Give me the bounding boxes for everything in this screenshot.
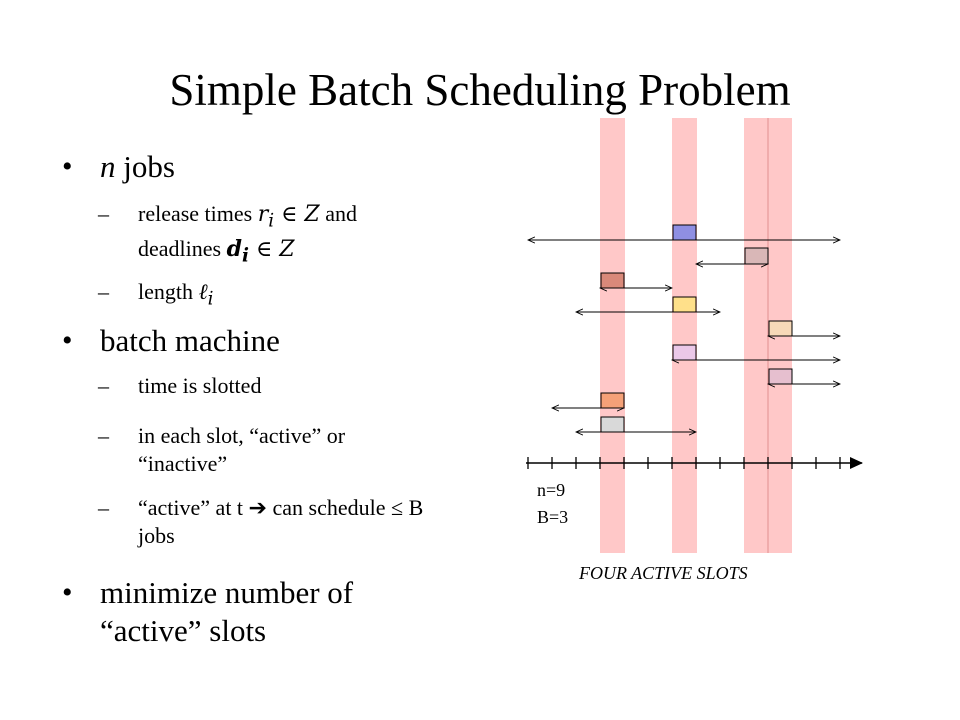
dash-icon: – <box>98 423 109 448</box>
bullet-dot-icon: • <box>62 324 73 357</box>
leq-icon: ≤ <box>390 495 404 520</box>
and-text: and <box>319 201 357 226</box>
release-text: release times <box>138 201 258 226</box>
job-3-box <box>600 272 625 289</box>
d-symbol: d <box>226 236 242 263</box>
n-label: n=9 <box>537 480 565 500</box>
bullet-batch-text: batch machine <box>100 323 280 358</box>
right-arrow-icon: ➔ <box>248 495 267 520</box>
active-at-text: “active” at t <box>138 495 249 520</box>
element-of-symbol-2: ∈ <box>248 237 280 263</box>
bullet-dot-icon: • <box>62 150 73 183</box>
slide-title: Simple Batch Scheduling Problem <box>169 65 791 115</box>
four-active-slots-label: FOUR ACTIVE SLOTS <box>578 563 748 583</box>
bullet-dot-icon: • <box>62 576 73 609</box>
active-slot-1 <box>600 118 625 553</box>
dash-icon: – <box>98 279 109 304</box>
job-6-box <box>672 344 697 361</box>
d-subscript: i <box>241 245 249 267</box>
r-subscript: i <box>268 210 275 232</box>
dash-icon: – <box>98 495 109 520</box>
job-4-box <box>672 296 697 313</box>
dash-icon: – <box>98 201 109 226</box>
b-label: B=3 <box>537 507 568 527</box>
slotted-text: time is slotted <box>138 373 262 398</box>
active-slot-3 <box>744 118 769 553</box>
bullet-jobs-text: jobs <box>115 149 175 184</box>
dash-icon: – <box>98 373 109 398</box>
ell-symbol: ℓ <box>198 280 208 305</box>
time-axis-arrowhead <box>850 457 863 469</box>
r-symbol: r <box>257 202 269 227</box>
ell-subscript: i <box>207 288 214 310</box>
job-2-box <box>744 247 769 265</box>
z-symbol-2: Z <box>279 237 295 263</box>
job-9-box <box>600 416 625 433</box>
z-symbol: Z <box>304 202 320 227</box>
job-7-box <box>768 368 793 385</box>
active-slot-2 <box>672 118 697 553</box>
b-jobs-text: B jobs <box>138 495 424 548</box>
n-variable: n <box>100 149 116 184</box>
axis-ticks <box>527 457 841 469</box>
job-1-box <box>672 224 697 241</box>
bullet-minimize-text: minimize number of “active” slots <box>100 575 354 648</box>
element-of-symbol: ∈ <box>274 202 305 227</box>
job-8-box <box>600 392 625 409</box>
each-slot-text: in each slot, “active” or “inactive” <box>138 423 346 476</box>
length-text: length <box>138 279 199 304</box>
job-5-box <box>768 320 793 337</box>
can-schedule-text: can schedule <box>266 495 391 520</box>
deadlines-text: deadlines <box>138 236 227 262</box>
